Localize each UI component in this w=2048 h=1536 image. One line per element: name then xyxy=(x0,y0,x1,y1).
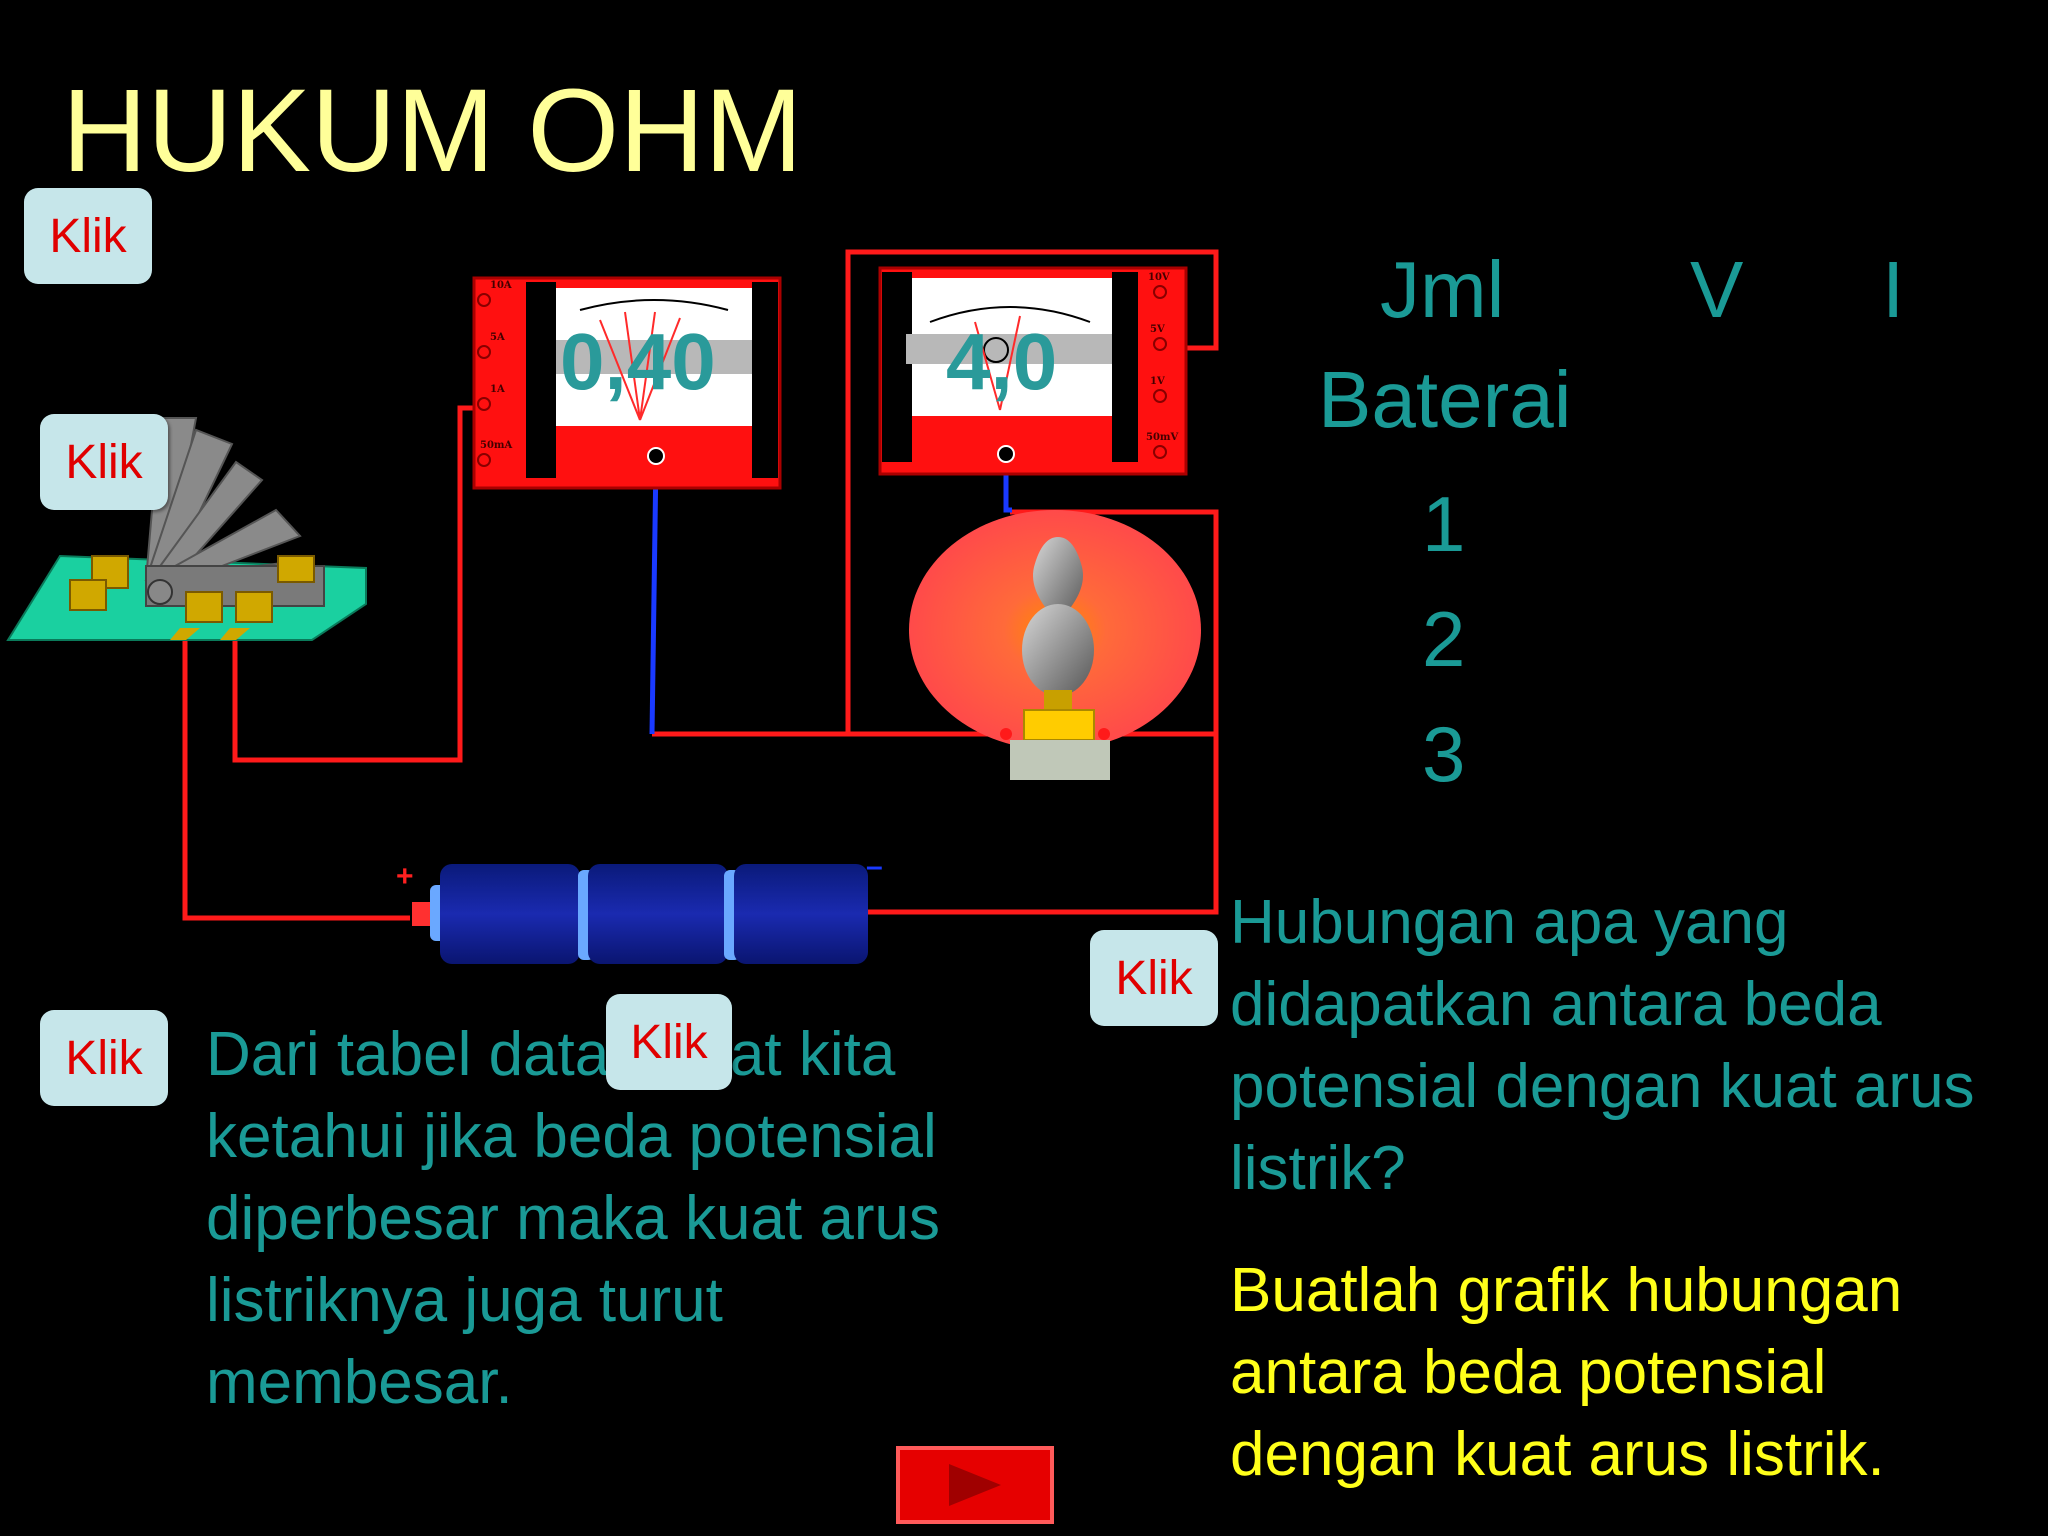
voltmeter-scale-50mv: 50mV xyxy=(1146,432,1178,443)
page-title: HUKUM OHM xyxy=(62,65,803,197)
voltmeter-reading: 4,0 xyxy=(946,317,1058,406)
klik-button-3[interactable]: Klik xyxy=(40,1010,168,1106)
ammeter-scale-50ma: 50mA xyxy=(480,440,512,451)
ammeter-reading: 0,40 xyxy=(560,317,716,406)
battery-minus: – xyxy=(866,850,883,883)
table-header-jml: Jml xyxy=(1380,245,1505,334)
voltmeter-scale-5v: 5V xyxy=(1150,324,1165,335)
voltmeter: 10V 5V 1V 50mV xyxy=(878,266,1188,476)
ammeter-scale-1a: 1A xyxy=(490,384,505,395)
play-icon xyxy=(949,1464,1001,1506)
battery-pack: + – xyxy=(396,850,883,964)
voltmeter-scale-10v: 10V xyxy=(1148,272,1170,283)
voltmeter-scale-1v: 1V xyxy=(1150,376,1165,387)
table-row-1: 1 xyxy=(1422,480,1466,568)
table-header-baterai: Baterai xyxy=(1318,355,1572,444)
switch-board xyxy=(6,417,367,641)
klik-button-5[interactable]: Klik xyxy=(606,994,732,1090)
lamp xyxy=(909,510,1201,780)
ammeter: 10A 5A 1A 50mA xyxy=(472,276,782,490)
battery-plus: + xyxy=(396,860,414,893)
table-row-3: 3 xyxy=(1422,710,1466,798)
wires xyxy=(182,249,1219,921)
conclusion-text: Dari tabel data dapat kita ketahui jika … xyxy=(206,1020,941,1417)
table-row-2: 2 xyxy=(1422,595,1466,683)
table-header-v: V xyxy=(1690,245,1744,334)
klik-button-4[interactable]: Klik xyxy=(1090,930,1218,1026)
klik-button-1[interactable]: Klik xyxy=(24,188,152,284)
question-text: Hubungan apa yang didapatkan antara beda… xyxy=(1230,888,1975,1203)
klik-button-2[interactable]: Klik xyxy=(40,414,168,510)
next-slide-button[interactable] xyxy=(896,1446,1054,1524)
task-text: Buatlah grafik hubungan antara beda pote… xyxy=(1230,1256,1903,1489)
ammeter-scale-10a: 10A xyxy=(490,280,512,291)
ammeter-scale-5a: 5A xyxy=(490,332,505,343)
table-header-i: I xyxy=(1882,245,1905,334)
